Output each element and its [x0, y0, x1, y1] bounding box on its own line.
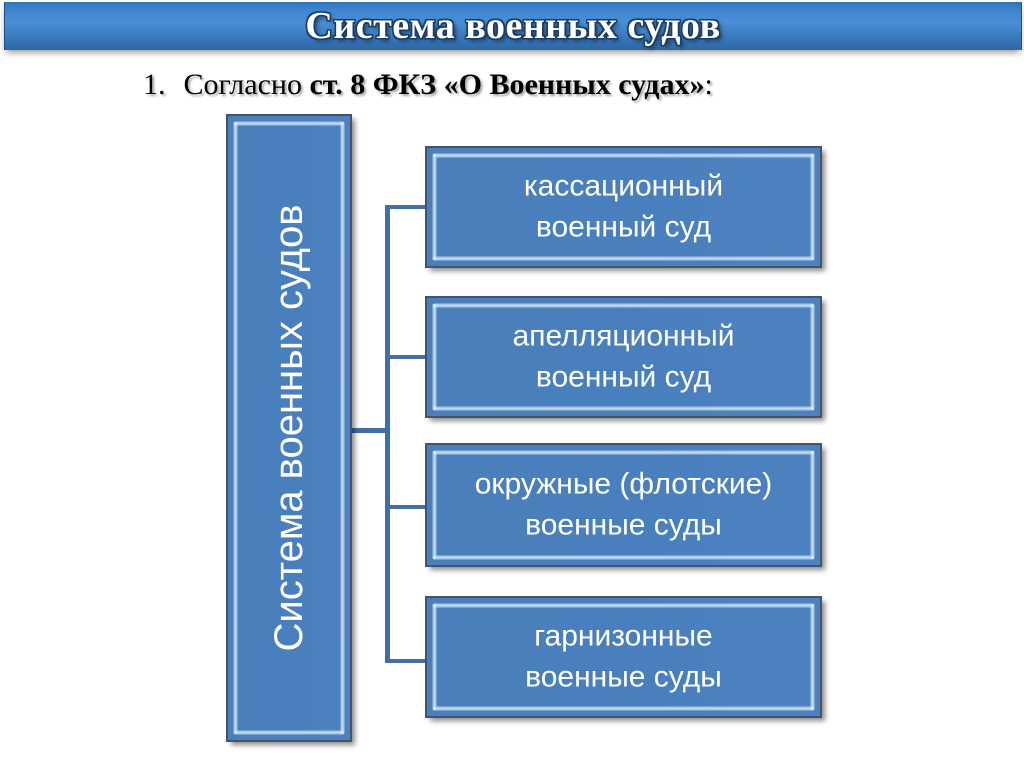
bevel-highlight-top [433, 603, 814, 608]
title-banner: Система военных судов [4, 2, 1022, 50]
page-title: Система военных судов [305, 5, 721, 47]
bevel-highlight-left [432, 304, 437, 410]
subtitle-line: 1. Согласно ст. 8 ФКЗ «О Военных судах»: [143, 66, 943, 104]
list-number: 1. [143, 68, 166, 101]
bevel-highlight-bottom [433, 406, 814, 411]
bevel-highlight-left [432, 451, 437, 559]
bevel-highlight-top [234, 121, 344, 126]
bevel-highlight-top [433, 450, 814, 455]
bevel-highlight-right [810, 304, 815, 410]
bevel-highlight-right [810, 604, 815, 710]
connector-root-stem [352, 428, 388, 433]
diagram-root-node[interactable]: Система военных судов [226, 114, 352, 742]
bevel-highlight-left [233, 122, 238, 734]
bevel-highlight-left [432, 154, 437, 260]
diagram-node-label: кассационный военный суд [523, 169, 724, 244]
bevel-highlight-top [433, 303, 814, 308]
connector-branch-3 [385, 659, 427, 663]
diagram-node-label: апелляционный военный суд [512, 319, 735, 394]
bevel-highlight-right [810, 154, 815, 260]
diagram-node-label: гарнизонные военные суды [525, 619, 722, 694]
bevel-highlight-bottom [234, 730, 344, 735]
diagram-node-district-fleet-courts[interactable]: окружные (флотские) военные суды [425, 443, 822, 567]
diagram-node-label: окружные (флотские) военные суды [474, 467, 773, 542]
bevel-highlight-right [810, 451, 815, 559]
bevel-highlight-left [432, 604, 437, 710]
diagram-node-cassation-court[interactable]: кассационный военный суд [425, 146, 822, 268]
connector-branch-1 [385, 355, 427, 359]
connector-branch-0 [385, 205, 427, 209]
subtitle-lead: Согласно [183, 68, 310, 101]
subtitle-emphasis: ст. 8 ФКЗ «О Военных судах» [309, 68, 705, 101]
bevel-highlight-right [340, 122, 345, 734]
connector-branch-2 [385, 505, 427, 509]
subtitle-trail: : [704, 68, 713, 101]
bevel-highlight-top [433, 153, 814, 158]
diagram-node-garrison-courts[interactable]: гарнизонные военные суды [425, 596, 822, 718]
diagram-node-appeal-court[interactable]: апелляционный военный суд [425, 296, 822, 418]
bevel-highlight-bottom [433, 256, 814, 261]
diagram-root-label: Система военных судов [267, 204, 311, 652]
bevel-highlight-bottom [433, 706, 814, 711]
bevel-highlight-bottom [433, 555, 814, 560]
connector-trunk [385, 205, 390, 663]
